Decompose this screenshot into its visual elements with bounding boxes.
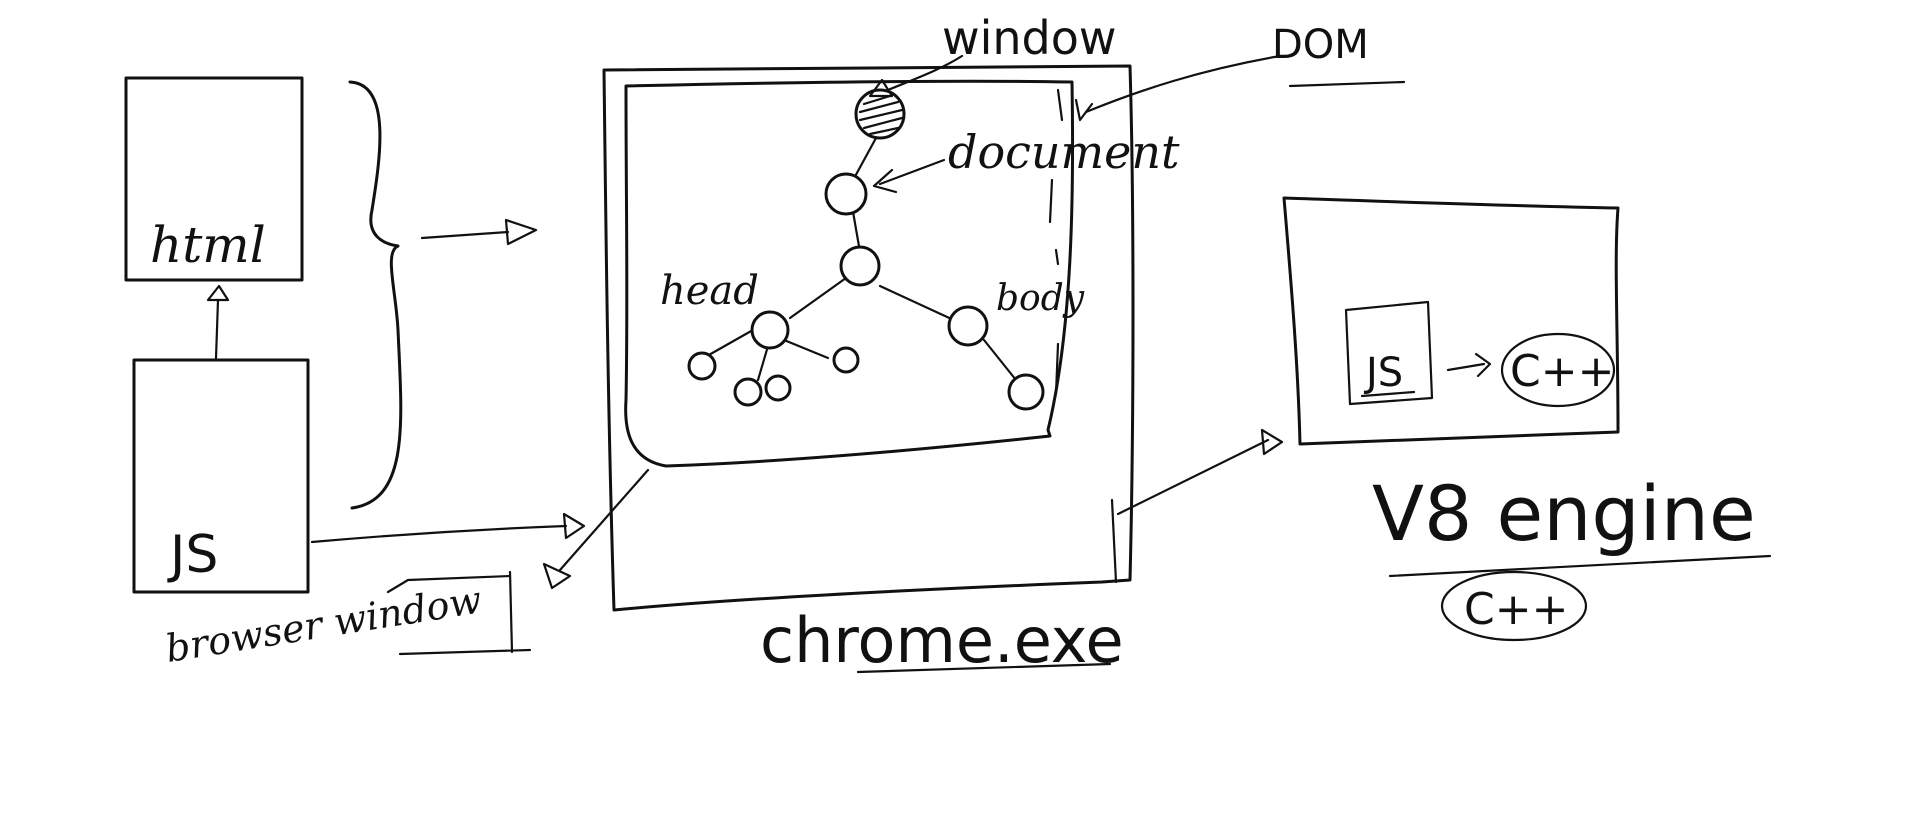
head-child-node — [733, 377, 763, 407]
html-node — [839, 245, 881, 287]
js-file-label: JS — [167, 525, 218, 585]
html-file-label: html — [150, 216, 266, 274]
document-annotation: document — [872, 125, 1180, 194]
chrome-to-v8-arrow — [1116, 428, 1284, 516]
window-annotation: window — [868, 11, 1117, 98]
dom-tree: head body — [660, 88, 1085, 411]
engine-js-box: JS — [1344, 300, 1434, 406]
v8-cpp-circle — [1440, 570, 1588, 642]
browser-window-box: browser window — [163, 570, 532, 671]
body-label: body — [996, 278, 1085, 319]
head-node — [750, 310, 790, 350]
body-child-node — [1007, 373, 1045, 411]
head-child-node — [687, 351, 717, 381]
head-child-node — [832, 346, 860, 374]
v8-engine-annotation: V8 engine C++ — [1372, 469, 1772, 642]
head-label: head — [660, 268, 759, 314]
brace-to-chrome-arrow — [420, 218, 538, 246]
dom-label: DOM — [1272, 22, 1369, 68]
head-child-node — [764, 374, 792, 402]
body-node — [947, 305, 989, 347]
js-to-chrome-arrow — [310, 512, 586, 544]
html-file-box: html — [124, 76, 304, 282]
window-node — [854, 88, 906, 140]
inner-to-browser-window-arrow — [542, 468, 650, 590]
grouping-brace — [348, 80, 403, 510]
v8-cpp-label: C++ — [1464, 584, 1568, 635]
js-to-cpp-arrow — [1446, 352, 1492, 378]
engine-cpp-circle: C++ — [1500, 332, 1616, 408]
engine-js-label: JS — [1363, 350, 1403, 396]
v8-engine-box: JS C++ — [1282, 196, 1620, 446]
dom-annotation: DOM — [1048, 22, 1406, 396]
js-file-box: JS — [132, 358, 310, 594]
chrome-exe-box: chrome.exe — [602, 64, 1135, 677]
page-viewport-box — [624, 79, 1075, 468]
js-to-html-arrow — [206, 284, 230, 360]
engine-cpp-label: C++ — [1510, 346, 1614, 397]
document-node — [824, 172, 868, 216]
window-label: window — [942, 11, 1117, 65]
document-label: document — [948, 125, 1180, 179]
v8-engine-label: V8 engine — [1372, 469, 1756, 558]
